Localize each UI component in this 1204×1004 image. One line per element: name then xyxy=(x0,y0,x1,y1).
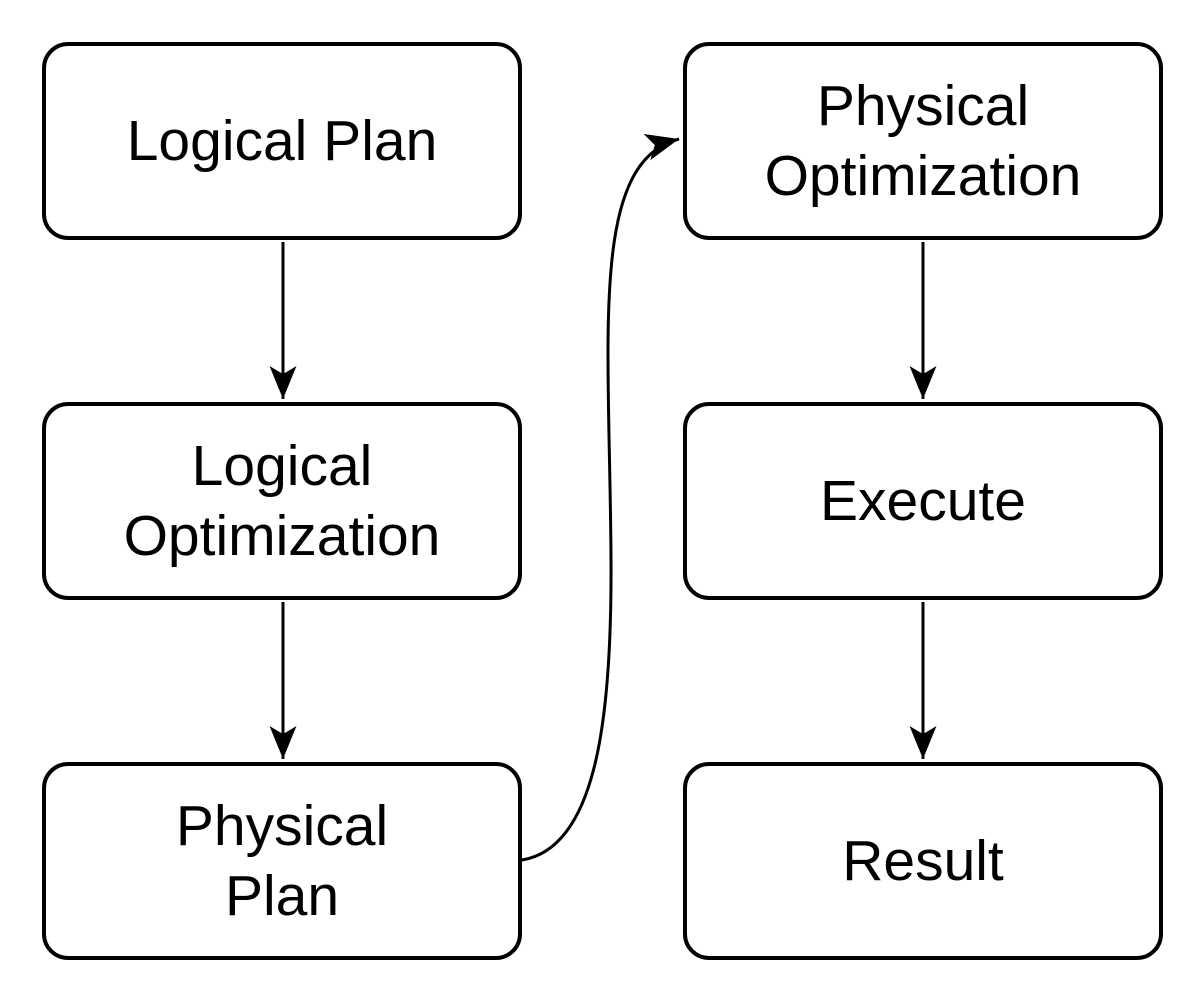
node-physical-optimization: Physical Optimization xyxy=(683,42,1163,240)
node-logical-optimization: Logical Optimization xyxy=(42,402,522,600)
node-execute: Execute xyxy=(683,402,1163,600)
edge-physical-plan-to-physical-optimization xyxy=(521,134,680,862)
node-physical-plan: Physical Plan xyxy=(42,762,522,960)
node-logical-plan: Logical Plan xyxy=(42,42,522,240)
node-result: Result xyxy=(683,762,1163,960)
